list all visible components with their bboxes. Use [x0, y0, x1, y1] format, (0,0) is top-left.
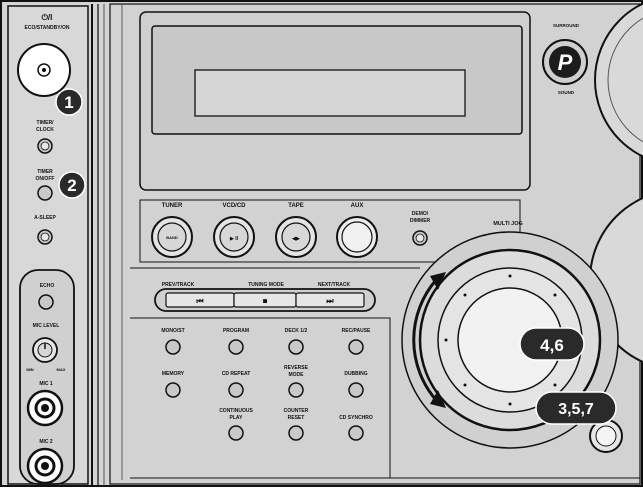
stop-icon: ■	[263, 297, 268, 306]
reverse-mode-label-1: REVERSE	[284, 365, 309, 371]
mic-level-label: MIC LEVEL	[33, 323, 60, 329]
reverse-mode-label-2: MODE	[289, 372, 305, 378]
next-track-button[interactable]	[295, 292, 365, 308]
mic1-label: MIC 1	[39, 381, 53, 387]
multi-jog-dots	[444, 274, 576, 406]
tuner-label: TUNER	[162, 203, 183, 209]
sleep-button-inner	[40, 232, 50, 242]
timer-onoff-label-2: ON/OFF	[36, 176, 55, 182]
timer-clock-button-inner	[40, 141, 50, 151]
counter-reset-label-1: COUNTER	[284, 408, 309, 414]
vcd-cd-label: VCD/CD	[222, 203, 246, 209]
continuous-play-label-2: PLAY	[230, 415, 244, 421]
vcd-cd-button-inner	[219, 222, 249, 252]
timer-onoff-button[interactable]	[37, 185, 53, 201]
demo-dimmer-button-inner	[415, 233, 425, 243]
volume-knob-partial[interactable]	[594, 0, 643, 165]
callout-1	[55, 88, 83, 116]
memory-label: MEMORY	[162, 371, 185, 377]
demo-label-1: DEMO/	[412, 211, 429, 217]
tuner-sub-label: BAND	[166, 235, 178, 240]
tape-sub-label: ◀▶	[291, 236, 301, 242]
mic-min-label: MIN	[26, 367, 33, 372]
rotation-arrow-up	[430, 272, 446, 290]
tape-label: TAPE	[288, 203, 304, 209]
callout-3-5-7	[535, 391, 617, 425]
timer-onoff-label-1: TIMER	[37, 169, 53, 175]
power-button-dot	[42, 68, 46, 72]
cd-synchro-button[interactable]	[348, 425, 364, 441]
rec-pause-button[interactable]	[348, 339, 364, 355]
lower-panel-outline	[130, 317, 391, 478]
cd-repeat-button[interactable]	[228, 382, 244, 398]
aux-label: AUX	[351, 203, 364, 209]
reverse-mode-button[interactable]	[288, 382, 304, 398]
dubbing-label: DUBBING	[344, 371, 367, 377]
next-track-label: NEXT/TRACK	[318, 282, 351, 288]
aux-button-inner	[341, 221, 373, 253]
next-track-icon: ⏭	[326, 297, 334, 306]
mic1-jack-hole	[41, 404, 49, 412]
prev-track-icon: ⏮	[196, 297, 203, 306]
mono-st-button[interactable]	[165, 339, 181, 355]
callout-3-5-7-label: 3,5,7	[558, 401, 594, 418]
surround-label-bottom: SOUND	[558, 90, 575, 95]
continuous-play-label-1: CONTINUOUS	[219, 408, 253, 414]
vcd-sub-label: ▶ II	[229, 236, 239, 242]
surround-sound-logo	[549, 46, 581, 78]
rotation-arc	[412, 279, 438, 401]
sleep-label: A-SLEEP	[34, 215, 56, 221]
tuner-button-inner	[157, 222, 187, 252]
tuning-mode-label: TUNING MODE	[248, 282, 284, 288]
callout-4-6-label: 4,6	[540, 336, 564, 355]
timer-clock-label-2: CLOCK	[36, 127, 54, 133]
continuous-play-button[interactable]	[228, 425, 244, 441]
mic2-label: MIC 2	[39, 439, 53, 445]
callout-2	[58, 171, 86, 199]
timer-clock-label-1: TIMER/	[37, 120, 55, 126]
volume-knob-ring	[607, 17, 643, 143]
program-label: PROGRAM	[223, 328, 249, 334]
rec-pause-label: REC/PAUSE	[342, 328, 371, 334]
display-screen	[194, 69, 466, 117]
dubbing-button[interactable]	[348, 382, 364, 398]
mic2-jack-hole	[41, 462, 49, 470]
callout-1-label: 1	[64, 93, 73, 112]
multi-jog-label: MULTI JOG	[493, 221, 523, 227]
callout-2-label: 2	[67, 176, 76, 195]
mono-st-label: MONO/ST	[161, 328, 184, 334]
counter-reset-button[interactable]	[288, 425, 304, 441]
cd-repeat-label: CD REPEAT	[222, 371, 251, 377]
program-button[interactable]	[228, 339, 244, 355]
eco-standby-label: ECO/STANDBY/ON	[25, 25, 70, 31]
enter-button-inner	[595, 425, 617, 447]
power-label: ⏻/I	[42, 13, 53, 22]
mic-max-label: MAX	[57, 367, 66, 372]
cd-synchro-label: CD SYNCHRO	[339, 415, 373, 421]
demo-label-2: DIMMER	[410, 218, 431, 224]
deck-button[interactable]	[288, 339, 304, 355]
p-logo-letter: P	[558, 50, 573, 75]
tape-button-inner	[281, 222, 311, 252]
rotation-arrow-down	[430, 390, 446, 408]
counter-reset-label-2: RESET	[288, 415, 305, 421]
echo-label: ECHO	[40, 283, 55, 289]
callout-4-6	[519, 327, 585, 361]
deck-label: DECK 1/2	[285, 328, 308, 334]
surround-label-top: SURROUND	[553, 23, 580, 28]
memory-button[interactable]	[165, 382, 181, 398]
prev-track-label: PREV/TRACK	[162, 282, 195, 288]
echo-button[interactable]	[38, 294, 54, 310]
